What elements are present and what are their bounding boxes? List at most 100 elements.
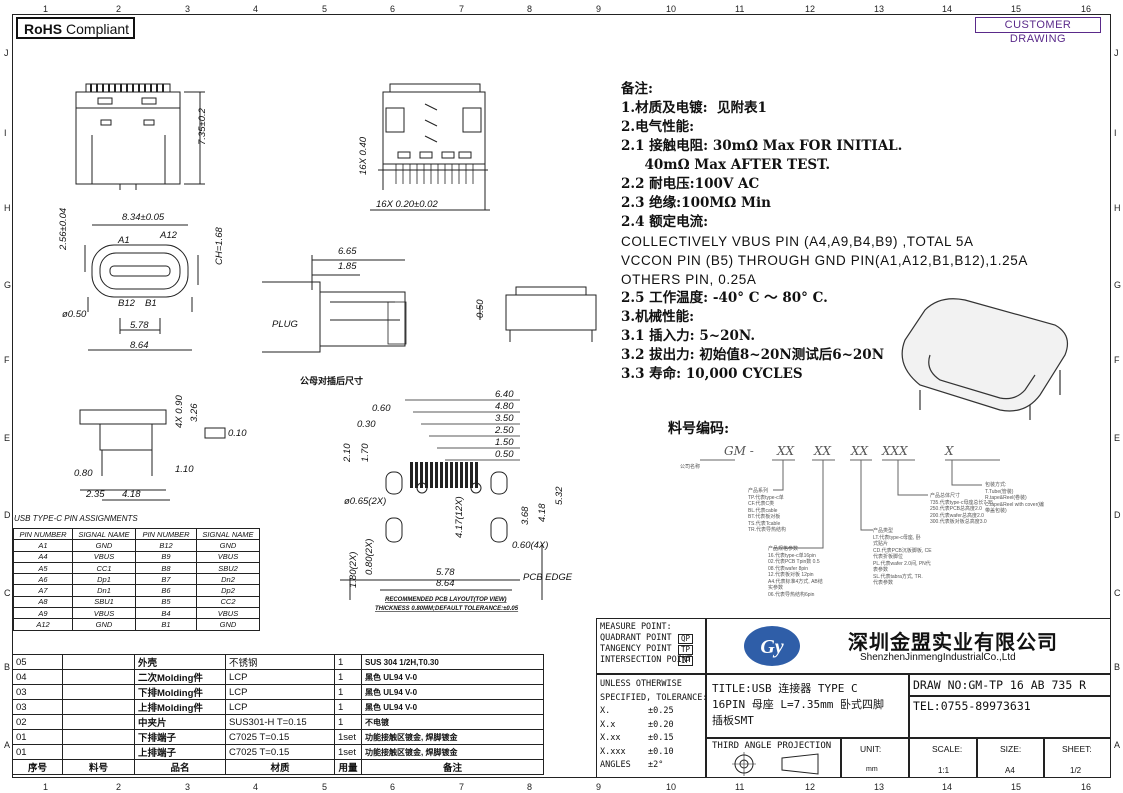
tolerance-key: ANGLES [600,760,631,770]
tolerance-value: ±0.10 [648,746,674,757]
pin-cell: A5 [13,561,73,575]
legend-3-line-3: CD.代表PCB沉板脚板, CE [873,547,932,554]
dim-235: 2.35 [85,489,105,500]
dim-ch: CH=1.68 [214,227,225,265]
bom-cell: 用量 [334,759,362,775]
zone-row-D: D [4,510,11,520]
note-line2-3: 3.2 拔出力: 初始值8~20N测试后6~20N [621,347,885,363]
customer-drawing-badge: CUSTOMER DRAWING [975,17,1101,45]
smt-view [370,83,490,211]
legend-2-line-1: 16.代表type-c单16pin [768,552,816,559]
legend-1-line-0: 产品系列 [748,488,769,494]
dim-16x-020: 16X 0.20±0.02 [376,199,438,210]
title-line-1: TITLE:USB 连接器 TYPE C [712,682,858,695]
tolerance-row: X.xx±0.15 [600,732,707,746]
rohs-badge: RoHS Compliant [16,17,135,39]
measure-line: MEASURE POINT: [600,622,692,633]
dim-170: 1.70 [360,443,371,462]
zone-column-6: 6 [390,4,396,14]
measure-text: QUADRANT POINT [600,633,672,643]
bom-cell: 1set [334,729,362,745]
pin-cell: A6 [13,573,73,586]
zone-column-3: 3 [185,782,191,792]
zone-column-2: 2 [116,782,122,792]
bom-cell: 上排Molding件 [134,699,226,715]
unit-box [841,738,909,778]
zone-column-3: 3 [185,4,191,14]
pin-cell: Dn2 [196,573,260,586]
pcb-edge-label: PCB EDGE [523,572,573,583]
pcb-dim-right-1: 4.80 [495,401,514,412]
zone-row-A: A [4,740,11,750]
top-view-pins [90,84,164,92]
zone-column-8: 8 [527,782,533,792]
dim-050: ø0.50 [62,309,87,320]
connector-3d-render [901,298,1068,420]
part-code-title: 料号编码: [668,421,730,437]
bom-cell: LCP [225,684,335,700]
bom-cell: 不锈钢 [225,654,335,670]
zone-column-4: 4 [253,4,259,14]
pin-cell: CC2 [196,595,260,609]
tolerance-value: ±0.20 [648,719,674,730]
bom-cell: 序号 [12,759,63,775]
tolerance-value: ±0.15 [648,733,674,743]
dim-080-2x: 0.80(2X) [364,539,375,575]
size-label: SIZE: [1000,744,1022,754]
zone-column-2: 2 [116,4,122,14]
bom-cell [62,714,135,730]
label-a1: A1 [117,235,130,246]
legend-3-line-2: 式贴片 [873,541,889,547]
pin-cell: Dp2 [196,584,260,597]
projection-box [706,738,841,778]
legend-2-line-7: 06.代表导热结构6pin [768,591,815,598]
zone-row-J: J [4,48,9,58]
pin-cell: VBUS [196,550,260,563]
legend-5-line-2: R.tape&Reel(卷装) [985,495,1027,501]
part-code-seg-3: XX [814,444,832,458]
legend-2-line-2: 02.代表PCB Tpin数 0.5 [768,559,820,565]
dim-0604x: 0.60(4X) [512,540,548,551]
bom-cell: C7025 T=0.15 [225,729,335,745]
tolerance-row: ANGLES±2° [600,759,707,773]
bom-cell: 1 [334,714,362,730]
note-line2-1: 3.机械性能: [621,309,695,325]
bom-cell: LCP [225,669,335,685]
dim-665: 6.65 [338,246,357,257]
bom-cell: SUS 304 1/2H,T0.30 [361,654,544,670]
bom-cell [62,669,135,685]
zone-column-15: 15 [1011,4,1022,14]
bom-cell: 1set [334,744,362,760]
zone-column-14: 14 [942,782,953,792]
drawing-title: TITLE:USB 连接器 TYPE C 16PIN 母座 L=7.35mm 卧… [712,681,884,729]
measure-text: MEASURE POINT: [600,622,672,632]
zone-column-16: 16 [1081,4,1092,14]
zone-column-13: 13 [874,782,885,792]
legend-4-line-4: 300.代表板对板总高度3.0 [930,519,987,525]
zone-column-1: 1 [43,4,49,14]
sheet-label: SHEET: [1062,744,1092,754]
zone-column-11: 11 [735,782,745,792]
title-line-3: 插板SMT [712,714,754,727]
legend-1-line-3: BL.代表cable [748,507,778,514]
zone-row-F: F [4,355,10,365]
dim-7-35: 7.35±0.2 [197,107,208,145]
legend-3-line-1: LT.代表type-c母座, 卧 [873,534,921,541]
bom-cell: 1 [334,669,362,685]
zone-row-G: G [4,280,12,290]
tolerance-row: X.±0.25 [600,705,707,719]
zone-row-C: C [4,588,11,598]
legend-1-line-1: TP.代表type-c单 [748,494,784,501]
measure-text: TANGENCY POINT [600,644,672,654]
bom-cell: 品名 [134,759,226,775]
